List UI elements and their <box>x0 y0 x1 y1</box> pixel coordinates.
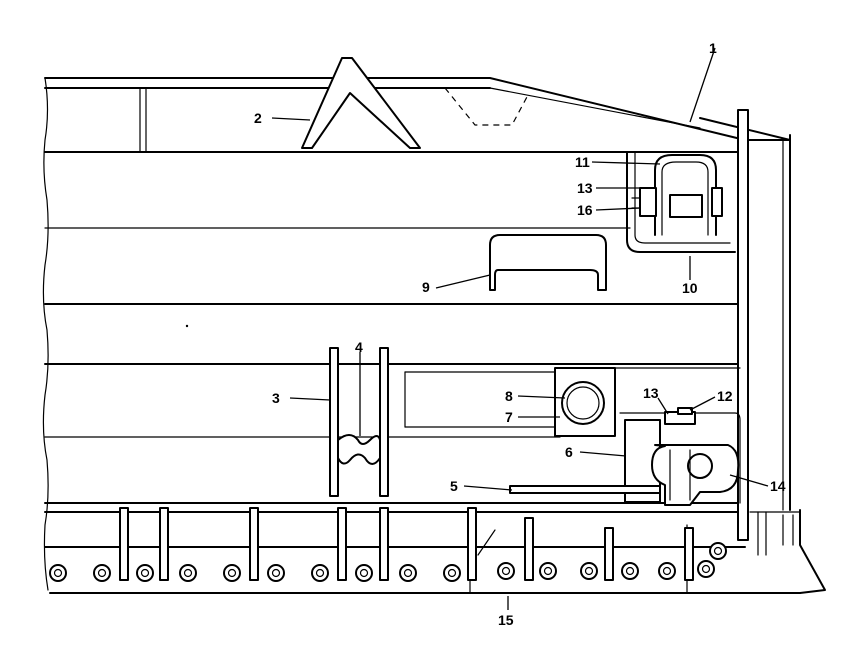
bottom-rail-bars <box>119 507 694 581</box>
callout-8: 8 <box>505 388 513 404</box>
hex-bolt <box>621 562 639 580</box>
callout-14: 14 <box>770 478 786 494</box>
callout-7: 7 <box>505 409 513 425</box>
hex-bolt <box>355 564 373 582</box>
hex-bolt <box>179 564 197 582</box>
hex-bolt <box>267 564 285 582</box>
upper-hinge-bracket <box>626 151 736 253</box>
lower-hinge-assembly <box>651 407 740 506</box>
callout-9: 9 <box>422 279 430 295</box>
hex-bolt <box>136 564 154 582</box>
hex-bolt <box>580 562 598 580</box>
hex-bolt <box>709 542 727 560</box>
v-guide-bracket <box>301 57 421 149</box>
callout-5: 5 <box>450 478 458 494</box>
callout-1: 1 <box>709 40 717 56</box>
cross-plates <box>329 347 389 497</box>
callout-2: 2 <box>254 110 262 126</box>
callout-12: 12 <box>717 388 733 404</box>
callout-16: 16 <box>577 202 593 218</box>
hex-bolt <box>311 564 329 582</box>
callout-6: 6 <box>565 444 573 460</box>
hex-bolt <box>497 562 515 580</box>
handle-cutout <box>489 234 607 291</box>
hex-bolt <box>49 564 67 582</box>
hex-bolt <box>658 562 676 580</box>
callout-13-lower: 13 <box>643 385 659 401</box>
hex-bolt <box>93 564 111 582</box>
callout-labels: 1 2 3 4 5 6 7 8 9 10 11 12 13 13 14 15 1… <box>254 40 786 628</box>
hex-bolt <box>539 562 557 580</box>
callout-13-upper: 13 <box>577 180 593 196</box>
hex-bolt <box>443 564 461 582</box>
end-plate <box>737 109 826 594</box>
hex-bolt <box>697 560 715 578</box>
leader-lines <box>271 47 769 610</box>
callout-4: 4 <box>355 339 363 355</box>
hex-bolt <box>399 564 417 582</box>
bottom-bolt-row <box>49 542 727 582</box>
hex-bolt <box>223 564 241 582</box>
stray-mark <box>185 324 189 328</box>
callout-11: 11 <box>575 154 590 170</box>
callout-10: 10 <box>682 280 698 296</box>
callout-3: 3 <box>272 390 280 406</box>
callout-15: 15 <box>498 612 514 628</box>
